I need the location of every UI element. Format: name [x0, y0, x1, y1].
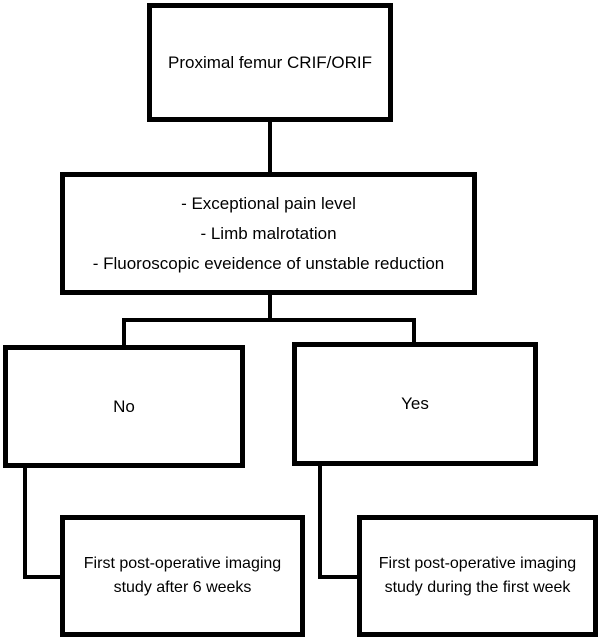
- no-branch-label: No: [113, 396, 135, 416]
- no-outcome-node: First post-operative imaging study after…: [60, 515, 305, 637]
- connector-criteria-stem: [268, 292, 272, 322]
- connector-branch-horizontal: [122, 318, 416, 322]
- yes-outcome-node: First post-operative imaging study durin…: [357, 515, 598, 637]
- yes-outcome-line-1: First post-operative imaging: [378, 555, 577, 572]
- connector-root-to-criteria: [268, 118, 272, 176]
- yes-branch-node: Yes: [292, 342, 538, 466]
- connector-no-vertical: [23, 464, 27, 579]
- root-node: Proximal femur CRIF/ORIF: [147, 3, 393, 122]
- no-outcome-line-2: study after 6 weeks: [113, 579, 252, 596]
- connector-no-horizontal: [23, 575, 64, 579]
- connector-branch-left: [122, 318, 126, 348]
- root-node-label: Proximal femur CRIF/ORIF: [167, 52, 373, 72]
- connector-branch-right: [412, 318, 416, 346]
- criteria-line-1: - Exceptional pain level: [181, 193, 356, 213]
- connector-yes-horizontal: [318, 575, 361, 579]
- criteria-line-2: - Limb malrotation: [200, 223, 337, 243]
- yes-branch-label: Yes: [401, 394, 429, 413]
- criteria-line-3: - Fluoroscopic eveidence of unstable red…: [92, 253, 445, 273]
- yes-outcome-line-2: study during the first week: [384, 579, 571, 596]
- no-branch-node: No: [3, 345, 245, 468]
- criteria-node: - Exceptional pain level - Limb malrotat…: [60, 172, 477, 295]
- no-outcome-line-1: First post-operative imaging: [83, 555, 282, 572]
- connector-yes-vertical: [318, 462, 322, 579]
